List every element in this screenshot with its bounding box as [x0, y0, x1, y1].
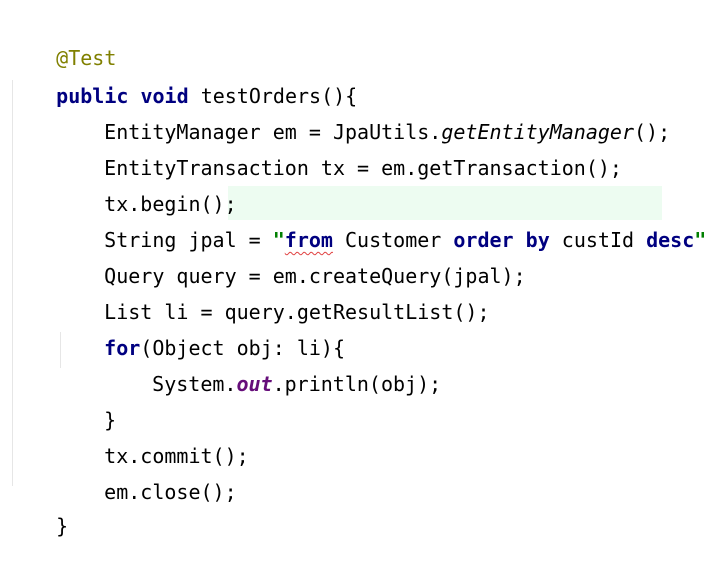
code-line-for-close: } — [56, 366, 116, 432]
code-line-jpql: String jpal = "from Customer order by cu… — [56, 186, 710, 252]
keyword-void: void — [140, 84, 189, 108]
string-literal-highlight — [228, 186, 662, 220]
code-text: tx.commit(); — [104, 444, 249, 468]
code-line-close: em.close(); — [56, 438, 236, 504]
static-method-call: getEntityManager — [441, 120, 634, 144]
code-text: String jpal = — [104, 228, 273, 252]
code-editor[interactable]: @Test public void testOrders(){ EntityMa… — [0, 0, 710, 538]
code-text: Query query = em.createQuery(jpal); — [104, 264, 526, 288]
code-line-result-list: List li = query.getResultList(); — [56, 258, 489, 324]
code-line-annotation: @Test — [8, 4, 116, 70]
code-line-println: System.out.println(obj); — [104, 330, 441, 396]
code-line-method-signature: public void testOrders(){ — [8, 42, 357, 108]
string-quote-open: " — [272, 228, 285, 252]
sql-keyword-desc: desc — [646, 228, 695, 252]
indent-guide — [60, 332, 61, 368]
code-line-method-close: } — [8, 472, 68, 538]
indent-guide — [12, 80, 13, 486]
code-text: (Object obj: li){ — [140, 336, 345, 360]
code-line-query: Query query = em.createQuery(jpal); — [56, 222, 525, 288]
annotation-test: @Test — [56, 46, 117, 70]
code-text: EntityTransaction tx = em.getTransaction… — [104, 156, 622, 180]
static-field-out: out — [236, 372, 273, 396]
code-text: ; — [706, 228, 710, 252]
code-text: .println(obj); — [272, 372, 442, 396]
code-line-for: for(Object obj: li){ — [56, 294, 345, 360]
sql-text: custId — [549, 228, 647, 252]
code-text: tx.begin(); — [104, 192, 237, 216]
code-line-commit: tx.commit(); — [56, 402, 249, 468]
code-line-entity-manager: EntityManager em = JpaUtils.getEntityMan… — [56, 78, 670, 144]
code-text: em.close(); — [104, 480, 237, 504]
sql-keyword-by: by — [525, 228, 550, 252]
code-line-begin: tx.begin(); — [56, 150, 236, 216]
sql-keyword-order: order — [453, 228, 514, 252]
code-text: System. — [152, 372, 237, 396]
string-quote-close: " — [694, 228, 707, 252]
code-text: } — [56, 514, 69, 538]
code-text: EntityManager em = JpaUtils. — [104, 120, 442, 144]
keyword-for: for — [104, 336, 141, 360]
code-line-transaction: EntityTransaction tx = em.getTransaction… — [56, 114, 622, 180]
code-text: } — [104, 408, 117, 432]
keyword-public: public — [56, 84, 129, 108]
method-name: testOrders(){ — [200, 84, 358, 108]
code-text: List li = query.getResultList(); — [104, 300, 490, 324]
sql-text: Customer — [332, 228, 454, 252]
code-text: (); — [633, 120, 671, 144]
sql-keyword-from: from — [284, 228, 333, 252]
